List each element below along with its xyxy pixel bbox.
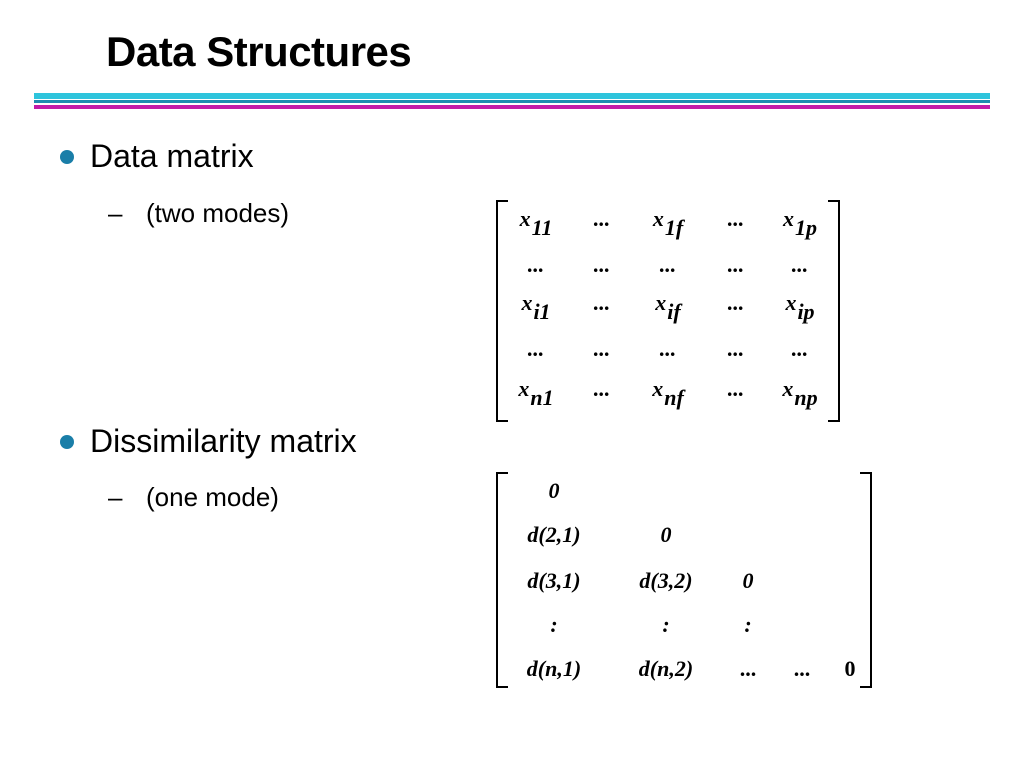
cell-subscript: 1p [795,215,817,240]
data-matrix-cell: xip [785,290,814,325]
title-rule-magenta [34,105,990,109]
cell-base: ... [727,206,745,231]
cell-base: ... [727,252,745,277]
data-matrix-cell: ... [728,206,745,232]
dash-icon: – [108,482,123,512]
data-matrix-cell: ... [594,252,611,278]
dissimilarity-cell: d(n,2) [638,656,694,681]
cell-base: x [519,206,531,231]
cell-base: x [655,290,667,315]
data-matrix-cell: ... [594,290,611,316]
cell-base: ... [593,376,611,401]
data-matrix-cell: ... [728,290,745,316]
cell-base: x [783,206,794,231]
data-matrix-cell: ... [660,252,677,278]
cell-base: ... [527,252,545,277]
data-matrix-cell: xnf [652,376,684,411]
cell-subscript: ip [797,299,815,324]
cell-base: ... [593,336,611,361]
cell-subscript: 11 [531,215,553,240]
bullet-dissimilarity-matrix: Dissimilarity matrix [60,423,357,460]
data-matrix-cell: x1f [653,206,683,241]
left-bracket [496,472,508,688]
data-matrix-cell: ... [660,336,677,362]
cell-base: x [518,376,530,401]
dash-icon: – [108,198,123,228]
dissimilarity-cell: 0 [844,656,856,681]
cell-subscript: i1 [533,299,551,324]
dissimilarity-cell: d(2,1) [527,522,581,547]
cell-subscript: nf [664,385,684,410]
sub-label: (one mode) [146,482,279,512]
right-bracket [828,200,840,422]
cell-subscript: n1 [530,385,554,410]
data-matrix-cell: xi1 [521,290,550,325]
cell-base: ... [593,290,611,315]
data-matrix-cell: ... [728,336,745,362]
cell-base: ... [659,252,677,277]
data-matrix-cell: ... [728,252,745,278]
cell-base: x [521,290,533,315]
cell-base: ... [527,336,545,361]
cell-base: ... [791,336,809,361]
bullet-label: Dissimilarity matrix [90,423,357,459]
sub-two-modes: – (two modes) [108,198,289,229]
bullet-data-matrix: Data matrix [60,138,254,175]
data-matrix: x11...x1f...x1p...............xi1...xif.… [496,200,840,422]
sub-label: (two modes) [146,198,290,228]
cell-base: x [652,206,664,231]
cell-subscript: if [667,299,681,324]
cell-base: ... [593,252,611,277]
cell-subscript: np [794,385,818,410]
cell-base: ... [659,336,677,361]
title-rule-cyan [34,93,990,99]
dissimilarity-cell: : [744,612,752,637]
dissimilarity-cell: 0 [660,522,672,547]
dissimilarity-cell: 0 [742,568,754,593]
bullet-dot-icon [60,434,74,449]
cell-base: ... [727,376,745,401]
right-bracket [860,472,872,688]
data-matrix-cell: ... [594,336,611,362]
dissimilarity-cell: : [550,612,558,637]
data-matrix-cell: ... [594,206,611,232]
data-matrix-cell: xif [655,290,680,325]
left-bracket [496,200,508,422]
data-matrix-cell: x11 [520,206,553,241]
dissimilarity-cell: 0 [548,478,560,503]
dissimilarity-cell: d(n,1) [526,656,582,681]
dissimilarity-cell: ... [739,656,757,681]
data-matrix-cell: ... [594,376,611,402]
data-matrix-cell: xn1 [518,376,553,411]
cell-base: ... [727,336,745,361]
data-matrix-cell: ... [528,252,545,278]
data-matrix-cell: ... [792,336,809,362]
cell-base: x [652,376,664,401]
cell-base: x [782,376,794,401]
dissimilarity-cell: d(3,1) [527,568,581,593]
bullet-label: Data matrix [90,138,254,174]
data-matrix-cell: ... [528,336,545,362]
slide-title: Data Structures [106,28,412,75]
cell-base: x [785,290,797,315]
data-matrix-cell: xnp [782,376,817,411]
title-rule-blue [34,100,990,103]
sub-one-mode: – (one mode) [108,482,279,513]
data-matrix-cell: x1p [783,206,817,241]
cell-base: ... [791,252,809,277]
cell-base: ... [593,206,611,231]
data-matrix-cell: ... [792,252,809,278]
data-matrix-cell: ... [728,376,745,402]
bullet-dot-icon [60,149,74,164]
cell-subscript: 1f [664,215,684,240]
dissimilarity-cell: ... [793,656,811,681]
dissimilarity-cell: d(3,2) [639,568,693,593]
dissimilarity-cell: : [662,612,670,637]
cell-base: ... [727,290,745,315]
